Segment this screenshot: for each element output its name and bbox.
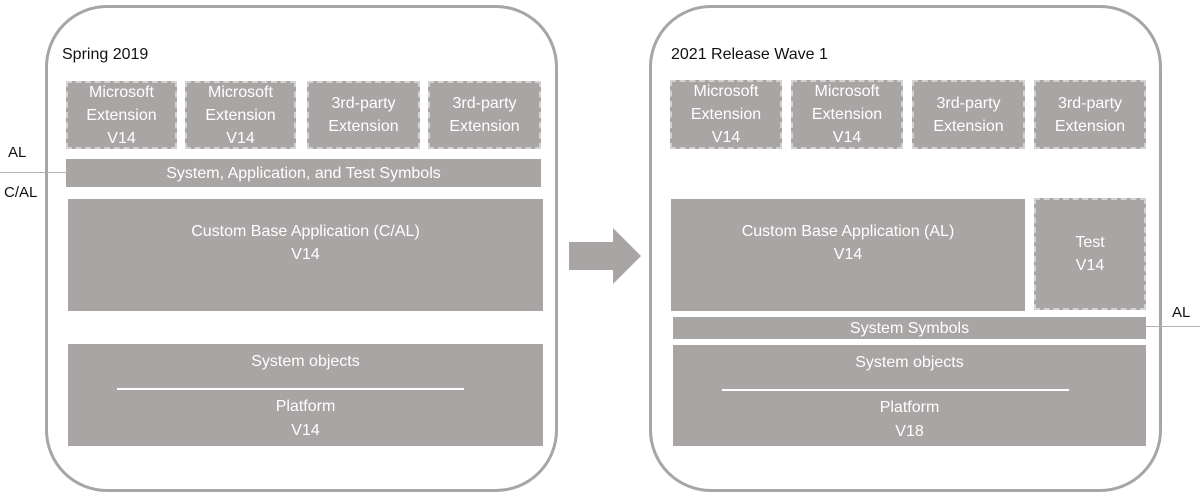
extension-line2: Extension (86, 106, 157, 124)
extension-line1: 3rd-party (936, 94, 1001, 112)
right-platform-label: Platform (879, 398, 940, 416)
right-al-label: AL (1172, 304, 1191, 321)
left-system-platform-block (68, 344, 543, 446)
right-base-app-label: Custom Base Application (AL) (741, 223, 955, 240)
left-extension-3rd-party-1: 3rd-party Extension (307, 81, 420, 149)
left-platform-version: V14 (291, 421, 320, 439)
right-test-label: Test (1075, 234, 1105, 251)
left-base-app-version: V14 (291, 246, 320, 263)
extension-line2: Extension (690, 106, 762, 123)
right-system-platform-block (673, 345, 1146, 446)
extension-line1: Microsoft (814, 83, 880, 100)
extension-line2: Extension (1054, 117, 1126, 135)
right-system-symbols-label: System Symbols (849, 319, 970, 337)
left-extension-3rd-party-2: 3rd-party Extension (428, 81, 541, 149)
extension-line2: Extension (205, 106, 276, 124)
extension-version: V14 (226, 129, 255, 147)
right-base-app-version: V14 (833, 246, 863, 263)
extension-line2: Extension (449, 118, 520, 135)
right-system-symbols-bar: System Symbols (673, 317, 1146, 339)
right-extension-microsoft-2: Microsoft Extension V14 (791, 80, 903, 149)
left-system-objects-label: System objects (251, 352, 360, 370)
extension-line1: 3rd-party (1057, 94, 1123, 112)
left-custom-base-application: Custom Base Application (C/AL) V14 (68, 199, 543, 311)
right-test-extension: Test V14 (1034, 198, 1146, 310)
left-base-app-label: Custom Base Application (C/AL) (191, 223, 420, 240)
extension-version: V14 (832, 129, 862, 146)
left-panel-title: Spring 2019 (62, 46, 149, 63)
right-extension-microsoft-1: Microsoft Extension V14 (670, 80, 782, 149)
left-extension-microsoft-2: Microsoft Extension V14 (185, 81, 296, 149)
extension-version: V14 (107, 129, 136, 147)
extension-line2: Extension (811, 106, 883, 123)
extension-line1: 3rd-party (331, 95, 396, 112)
right-system-divider (722, 389, 1069, 391)
left-system-divider (117, 388, 464, 390)
right-extension-3rd-party-2: 3rd-party Extension (1034, 80, 1146, 149)
right-arrow-icon (569, 228, 641, 284)
extension-line1: 3rd-party (452, 95, 517, 112)
right-extension-3rd-party-1: 3rd-party Extension (912, 80, 1025, 149)
right-al-boundary-line (1146, 326, 1200, 327)
left-cal-label: C/AL (4, 184, 38, 201)
extension-line1: Microsoft (89, 83, 154, 101)
left-symbols-bar: System, Application, and Test Symbols (66, 159, 541, 187)
left-al-label: AL (8, 144, 27, 161)
left-extension-microsoft-1: Microsoft Extension V14 (66, 81, 177, 149)
right-panel-title: 2021 Release Wave 1 (671, 46, 828, 63)
left-platform-label: Platform (275, 397, 336, 415)
extension-line1: Microsoft (693, 83, 759, 100)
right-test-version: V14 (1075, 257, 1105, 274)
right-platform-version: V18 (895, 422, 924, 440)
extension-version: V14 (711, 129, 741, 146)
extension-line2: Extension (328, 118, 399, 135)
right-system-objects-label: System objects (855, 353, 964, 371)
left-symbols-label: System, Application, and Test Symbols (166, 164, 441, 182)
extension-line1: Microsoft (208, 83, 273, 101)
left-al-cal-boundary-line (0, 172, 66, 173)
right-custom-base-application: Custom Base Application (AL) V14 (671, 199, 1025, 311)
extension-line2: Extension (933, 117, 1004, 135)
